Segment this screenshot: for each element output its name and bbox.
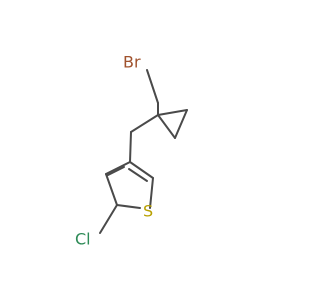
bond-cyclopropyl-bridge [130, 114, 159, 133]
bond-thiophene-4 [149, 177, 154, 209]
bond-thiophene-3 [116, 204, 141, 209]
atom-bromine: Br [123, 53, 141, 72]
bond-thiophene-1-double [107, 166, 125, 176]
bond-cyclopropyl-2 [174, 109, 188, 139]
bond-cyclopropyl-3 [157, 114, 176, 139]
atom-sulfur: S [143, 202, 153, 221]
molecule-structure: Br S Cl [75, 53, 188, 249]
bond-lines [99, 69, 188, 234]
bond-thiophene-5 [129, 161, 154, 179]
bond-bridge-thiophene [129, 131, 132, 163]
bond-br-ch2 [146, 69, 159, 104]
bond-thiophene-1 [105, 161, 131, 175]
bond-thiophene-5-double [128, 168, 148, 182]
bond-thiophene-2 [105, 173, 118, 206]
bond-cyclopropyl-1 [157, 109, 188, 116]
atom-chlorine: Cl [75, 230, 91, 249]
bond-thiophene-chlorine [99, 204, 118, 234]
